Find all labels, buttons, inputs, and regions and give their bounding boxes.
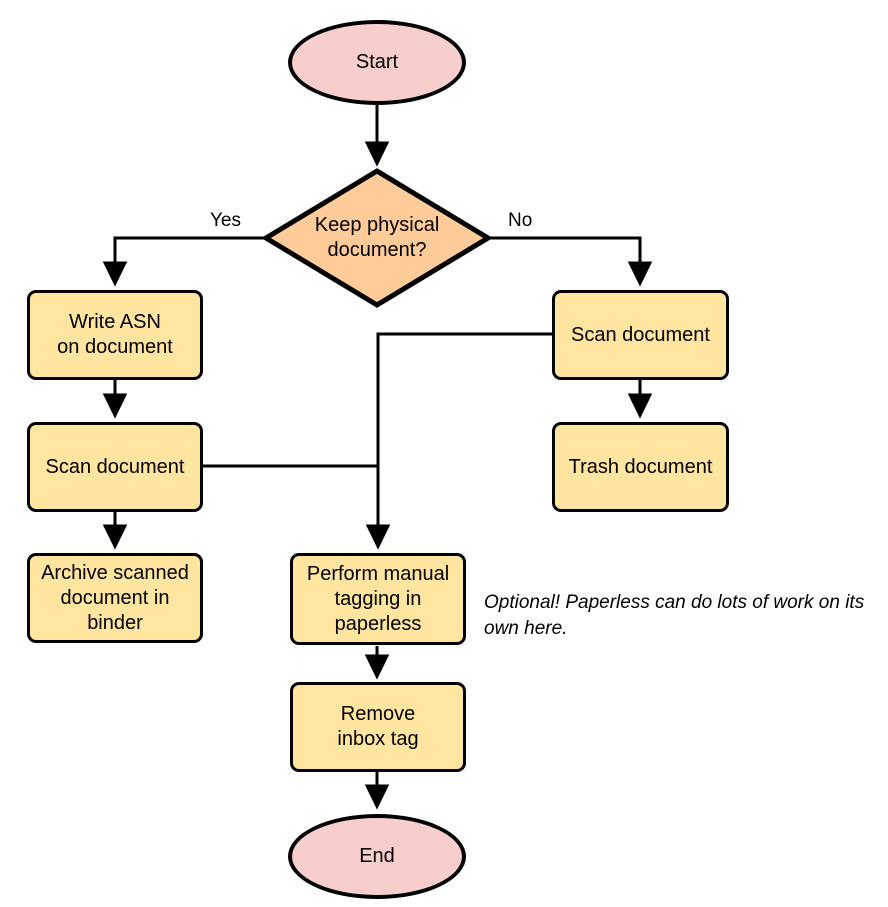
node-end-label: End bbox=[359, 845, 395, 867]
node-remove-inbox-label-line1: Remove bbox=[340, 703, 416, 725]
node-write-asn-label: Write ASN on document bbox=[57, 310, 173, 360]
node-decision-label-line2: document? bbox=[327, 239, 427, 261]
node-perform-manual-tagging[interactable]: Perform manual tagging in paperless bbox=[290, 553, 466, 645]
node-start-label: Start bbox=[355, 51, 399, 73]
node-decision-label-line1: Keep physical bbox=[314, 214, 440, 236]
node-start[interactable]: Start bbox=[288, 20, 466, 105]
node-tagging-label-line3: paperless bbox=[334, 612, 422, 635]
edge-scan-right-to-tagging bbox=[365, 332, 552, 550]
node-scan-document-left[interactable]: Scan document bbox=[27, 422, 203, 512]
node-scan-document-right-label: Scan document bbox=[571, 323, 710, 346]
node-archive-label-line2: document in bbox=[60, 586, 170, 609]
node-tagging-label: Perform manual tagging in paperless bbox=[307, 562, 449, 637]
node-scan-document-right[interactable]: Scan document bbox=[552, 290, 729, 380]
node-write-asn-on-document[interactable]: Write ASN on document bbox=[27, 290, 203, 380]
diamond-shape bbox=[263, 168, 491, 308]
node-archive-label-line3: binder bbox=[87, 611, 143, 634]
node-tagging-label-line1: Perform manual bbox=[306, 562, 450, 585]
annotation-optional-paperless: Optional! Paperless can do lots of work … bbox=[484, 590, 884, 642]
annotation-line2: its own here. bbox=[484, 592, 865, 639]
node-decision-keep-physical-document[interactable]: Keep physical document? bbox=[263, 168, 491, 308]
annotation-line1: Optional! Paperless can do lots of work … bbox=[484, 592, 840, 613]
edge-label-no: No bbox=[508, 210, 533, 231]
node-trash-document[interactable]: Trash document bbox=[552, 422, 729, 512]
node-archive-label: Archive scanned document in binder bbox=[41, 561, 189, 636]
node-write-asn-label-line1: Write ASN bbox=[69, 311, 161, 333]
node-tagging-label-line2: tagging in bbox=[334, 587, 422, 610]
node-archive-label-line1: Archive scanned bbox=[41, 561, 189, 584]
node-remove-inbox-label-line2: inbox tag bbox=[337, 728, 419, 750]
node-scan-document-left-label: Scan document bbox=[45, 455, 185, 478]
edge-decision-to-write-asn bbox=[102, 236, 265, 287]
node-archive-scanned-document[interactable]: Archive scanned document in binder bbox=[27, 553, 203, 643]
edge-label-yes: Yes bbox=[210, 210, 241, 231]
node-trash-document-label: Trash document bbox=[568, 455, 713, 478]
node-remove-inbox-label: Remove inbox tag bbox=[337, 702, 418, 752]
node-end[interactable]: End bbox=[288, 814, 466, 899]
node-remove-inbox-tag[interactable]: Remove inbox tag bbox=[290, 682, 466, 772]
node-decision-label: Keep physical document? bbox=[315, 213, 440, 263]
edge-decision-to-scan-right bbox=[490, 236, 653, 287]
node-write-asn-label-line2: on document bbox=[57, 336, 173, 358]
